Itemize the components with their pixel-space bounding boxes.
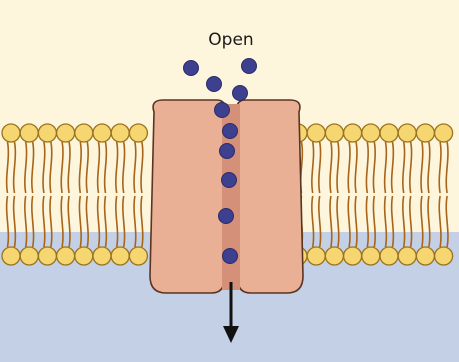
channel-state-label: Open [208,30,253,50]
lipid-head [57,247,75,265]
lipid-head [38,247,56,265]
ion [233,86,248,101]
lipid-head [344,247,362,265]
lipid-head [20,124,38,142]
ion [207,77,222,92]
lipid-head [93,247,111,265]
ion [223,249,238,264]
lipid-head [362,247,380,265]
channel-subunit-left [150,100,226,293]
lipid-head [398,247,416,265]
lipid-head [380,247,398,265]
lipid-head [129,124,147,142]
ion [184,61,199,76]
ion [219,209,234,224]
ion [215,103,230,118]
lipid-head [2,124,20,142]
lipid-head [129,247,147,265]
ion [222,173,237,188]
ion [220,144,235,159]
lipid-head [325,124,343,142]
ion [242,59,257,74]
lipid-head [75,124,93,142]
lipid-head [344,124,362,142]
lipid-head [93,124,111,142]
lipid-head [362,124,380,142]
lipid-head [111,247,129,265]
channel-subunit-right [236,100,303,293]
lipid-head [57,124,75,142]
lipid-head [20,247,38,265]
lipid-head [111,124,129,142]
lipid-head [380,124,398,142]
lipid-head [398,124,416,142]
lipid-head [307,247,325,265]
lipid-head [416,124,434,142]
lipid-head [435,247,453,265]
lipid-head [307,124,325,142]
lipid-head [38,124,56,142]
lipid-head [416,247,434,265]
lipid-head [75,247,93,265]
lipid-head [435,124,453,142]
lipid-head [2,247,20,265]
lipid-head [325,247,343,265]
ion [223,124,238,139]
